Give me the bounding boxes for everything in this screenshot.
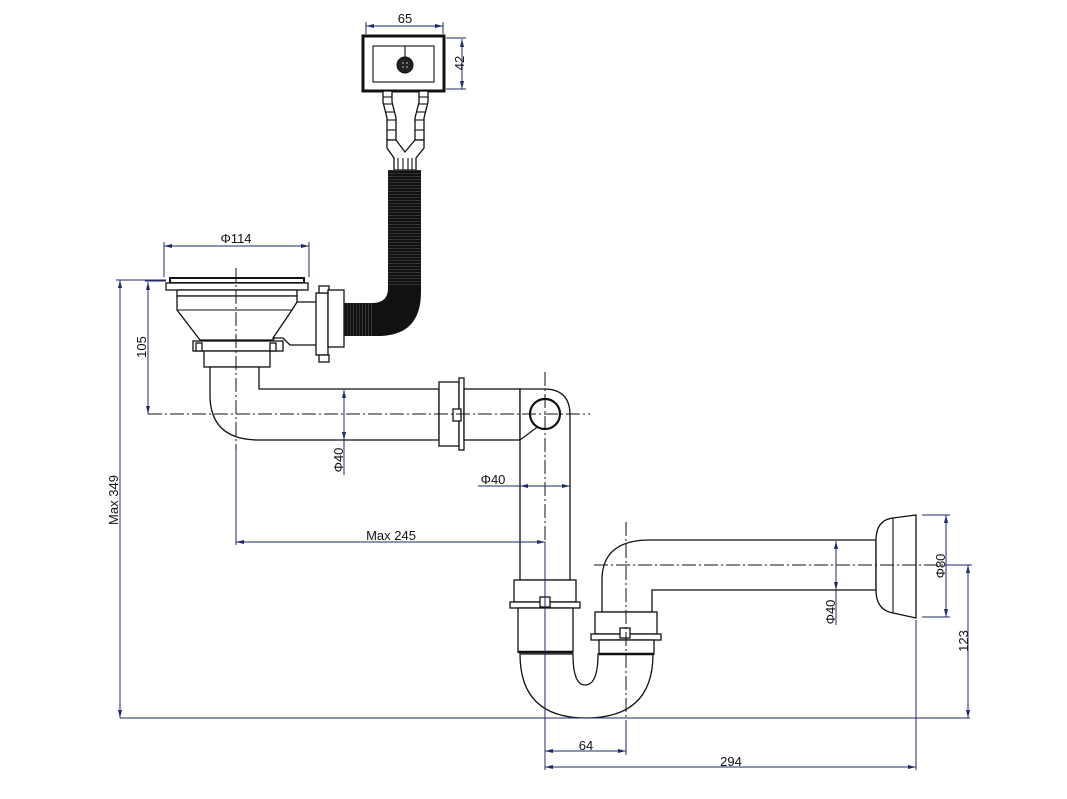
- dim-trap-offset: 64: [579, 738, 593, 753]
- dim-horizontal-pipe-diameter: Φ40: [331, 448, 346, 473]
- dim-total-length: 294: [720, 754, 742, 769]
- horizontal-pipe: [209, 366, 521, 451]
- overflow-hole-icon: [396, 56, 414, 74]
- outlet-arm: [590, 539, 877, 656]
- dim-max-height: Max 349: [106, 475, 121, 525]
- dim-max-reach: Max 245: [366, 528, 416, 543]
- dimension-lines: [116, 22, 972, 770]
- dim-outlet-pipe-diameter: Φ40: [823, 600, 838, 625]
- dim-overflow-width: 65: [398, 11, 412, 26]
- overflow-plate: [361, 34, 446, 93]
- overflow-connectors: [382, 90, 429, 171]
- u-trap: [519, 653, 654, 719]
- dim-wall-flange-diameter: Φ80: [933, 554, 948, 579]
- dim-overflow-height: 42: [452, 56, 467, 70]
- dim-strainer-depth: 105: [134, 336, 149, 358]
- dim-strainer-diameter: Φ114: [220, 231, 251, 246]
- overflow-hose: [344, 170, 421, 336]
- dimension-labels: 65 42 Φ114 105 Max 349 Φ40 Φ40 Max 245 Φ…: [106, 11, 971, 769]
- wall-flange: [875, 514, 917, 619]
- dim-outlet-height: 123: [956, 630, 971, 652]
- strainer-waste: [165, 277, 345, 368]
- dim-vertical-pipe-diameter: Φ40: [481, 472, 506, 487]
